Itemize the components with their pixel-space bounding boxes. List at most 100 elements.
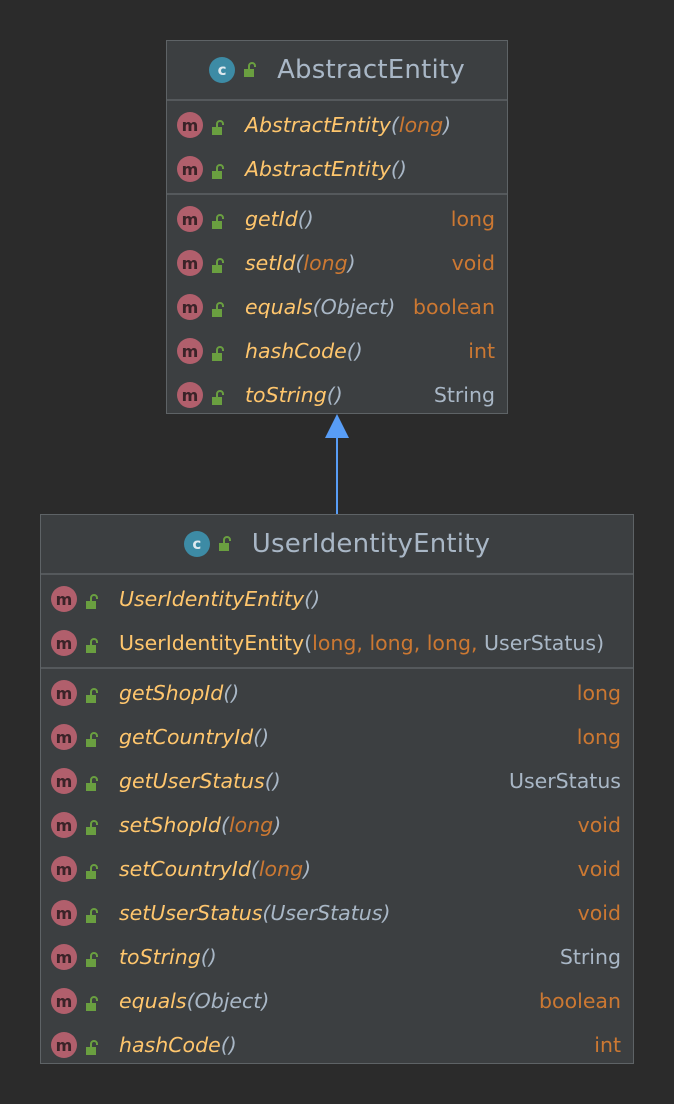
member-signature: UserIdentityEntity() xyxy=(119,587,621,611)
member-signature: setCountryId(long) xyxy=(119,857,564,881)
param-type: long xyxy=(369,631,414,655)
return-type: long xyxy=(450,207,495,231)
member-signature: equals(Object) xyxy=(245,295,399,319)
close-paren: ) xyxy=(261,989,270,1013)
class-name: UserIdentityEntity xyxy=(251,529,491,559)
close-paren: ) xyxy=(443,113,452,137)
public-lock-icon xyxy=(85,685,101,703)
open-paren: ( xyxy=(304,631,313,655)
close-paren: ) xyxy=(312,587,321,611)
public-lock-icon xyxy=(211,387,227,405)
public-lock-icon xyxy=(211,255,227,273)
close-paren: ) xyxy=(334,383,343,407)
param-type: Object xyxy=(320,295,388,319)
open-paren: ( xyxy=(223,681,232,705)
close-paren: ) xyxy=(228,1033,237,1057)
method-m-icon: m xyxy=(51,586,77,612)
class-name: AbstractEntity xyxy=(277,55,465,85)
public-lock-icon xyxy=(243,62,259,78)
constructor-row[interactable]: m UserIdentityEntity() xyxy=(41,577,633,621)
param-separator: , xyxy=(470,631,485,655)
public-lock-icon xyxy=(85,817,101,835)
return-type: void xyxy=(451,251,495,275)
param-type: UserStatus xyxy=(270,901,383,925)
close-paren: ) xyxy=(387,295,396,319)
method-m-icon: m xyxy=(51,944,77,970)
method-row[interactable]: m setId(long) void xyxy=(167,241,507,285)
open-paren: ( xyxy=(312,295,321,319)
member-signature: setId(long) xyxy=(245,251,438,275)
member-name: AbstractEntity xyxy=(245,113,391,137)
member-name: setId xyxy=(245,251,296,275)
member-name: AbstractEntity xyxy=(245,157,391,181)
open-paren: ( xyxy=(390,157,399,181)
member-signature: getShopId() xyxy=(119,681,563,705)
constructor-row[interactable]: m AbstractEntity() xyxy=(167,147,507,191)
open-paren: ( xyxy=(297,207,306,231)
param-type: UserStatus xyxy=(484,631,597,655)
member-name: getId xyxy=(245,207,298,231)
close-paren: ) xyxy=(347,251,356,275)
member-signature: setUserStatus(UserStatus) xyxy=(119,901,564,925)
member-signature: setShopId(long) xyxy=(119,813,564,837)
close-paren: ) xyxy=(398,157,407,181)
member-signature: getUserStatus() xyxy=(119,769,495,793)
public-lock-icon xyxy=(211,211,227,229)
member-name: hashCode xyxy=(119,1033,221,1057)
close-paren: ) xyxy=(354,339,363,363)
return-type: void xyxy=(577,857,621,881)
section-divider xyxy=(41,667,633,669)
method-m-icon: m xyxy=(177,156,203,182)
member-signature: getId() xyxy=(245,207,437,231)
param-type: long xyxy=(228,813,274,837)
return-type: String xyxy=(559,945,621,969)
param-type: long xyxy=(398,113,444,137)
return-type: boolean xyxy=(539,989,621,1013)
method-m-icon: m xyxy=(51,630,77,656)
method-m-icon: m xyxy=(177,250,203,276)
method-m-icon: m xyxy=(177,382,203,408)
public-lock-icon xyxy=(85,635,101,653)
public-lock-icon xyxy=(211,299,227,317)
param-separator: , xyxy=(413,631,427,655)
open-paren: ( xyxy=(186,989,195,1013)
class-c-icon: c xyxy=(209,57,236,83)
close-paren: ) xyxy=(305,207,314,231)
method-m-icon: m xyxy=(51,856,77,882)
method-m-icon: m xyxy=(177,294,203,320)
open-paren: ( xyxy=(200,945,209,969)
param-separator: , xyxy=(356,631,370,655)
member-name: toString xyxy=(119,945,201,969)
public-lock-icon xyxy=(85,591,101,609)
public-lock-icon xyxy=(85,993,101,1011)
close-paren: ) xyxy=(273,813,282,837)
member-name: UserIdentityEntity xyxy=(119,631,305,655)
member-name: setShopId xyxy=(119,813,221,837)
return-type: String xyxy=(433,383,495,407)
open-paren: ( xyxy=(304,587,313,611)
method-row[interactable]: m setCountryId(long) void xyxy=(41,847,633,891)
close-paren: ) xyxy=(261,725,270,749)
public-lock-icon xyxy=(85,861,101,879)
method-m-icon: m xyxy=(51,1032,77,1058)
